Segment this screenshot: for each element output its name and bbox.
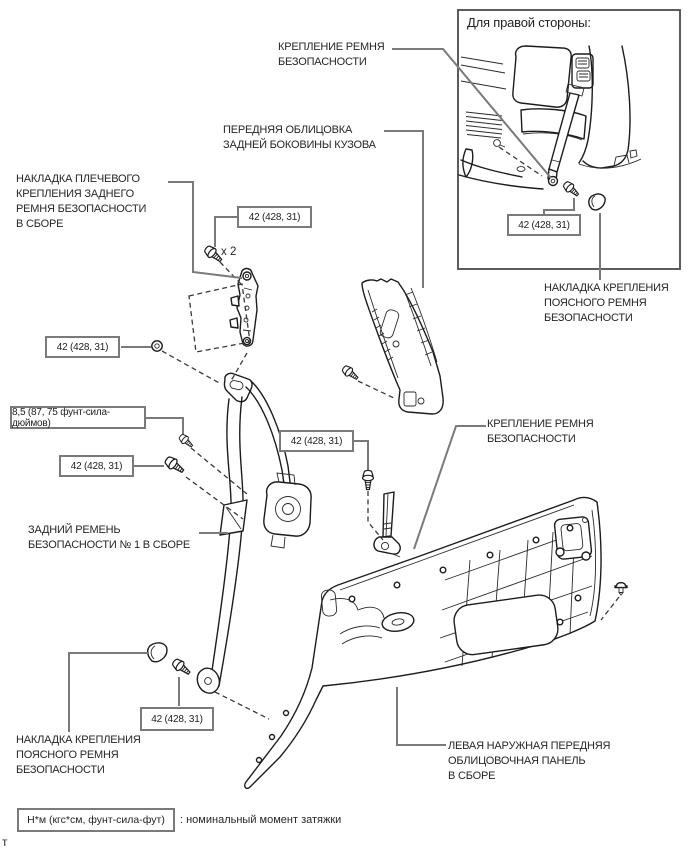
label-line: БЕЗОПАСНОСТИ [487,433,576,445]
quantity-note-x2: x 2 [221,246,237,258]
label-front-quarter-trim: ПЕРЕДНЯЯ ОБЛИЦОВКА ЗАДНЕЙ БОКОВИНЫ КУЗОВ… [223,123,376,153]
label-line: КРЕПЛЕНИЯ ЗАДНЕГО [16,188,134,200]
label-line: В СБОРЕ [16,218,64,230]
torque-box-anchor-nut: 42 (428, 31) [45,336,120,358]
label-line: НАКЛАДКА ПЛЕЧЕВОГО [16,173,140,185]
rear-seat-belt-drawing [196,372,312,694]
hidden-assembly-dashes [161,261,620,720]
torque-box-floor-anchor-bolt: 42 (428, 31) [279,430,354,452]
label-mid-belt-anchorage: КРЕПЛЕНИЕ РЕМНЯ БЕЗОПАСНОСТИ [487,417,594,447]
label-lap-anchor-cover-left: НАКЛАДКА КРЕПЛЕНИЯ ПОЯСНОГО РЕМНЯ БЕЗОПА… [16,733,141,778]
torque-box-inset: 42 (428, 31) [507,214,581,236]
lap-anchor-cap-drawing [146,642,168,663]
anchor-nut-icon [151,340,163,352]
torque-legend-text: : номинальный момент затяжки [180,814,342,826]
torque-unit-box: Н*м (кгс*см, фунт-сила-фут) [17,808,175,832]
trim-screw-icon [340,363,361,383]
panel-clip-icon [614,581,628,596]
left-outer-front-panel-drawing [244,496,602,790]
inset-title: Для правой стороны: [467,15,591,30]
label-shoulder-anchor-cover: НАКЛАДКА ПЛЕЧЕВОГО КРЕПЛЕНИЯ ЗАДНЕГО РЕМ… [16,172,146,232]
torque-box-small-screw: 8,5 (87, 75 фунт-сила-дюймов) [10,406,146,429]
label-lap-anchor-cover-right: НАКЛАДКА КРЕПЛЕНИЯ ПОЯСНОГО РЕМНЯ БЕЗОПА… [544,281,669,326]
label-line: ЗАДНЕЙ БОКОВИНЫ КУЗОВА [223,139,376,151]
label-top-belt-anchorage: КРЕПЛЕНИЕ РЕМНЯ БЕЗОПАСНОСТИ [278,40,385,70]
label-line: ПЕРЕДНЯЯ ОБЛИЦОВКА [223,124,353,136]
shoulder-anchor-bracket-drawing [229,267,259,347]
label-line: ЗАДНИЙ РЕМЕНЬ [28,524,121,536]
front-quarter-trim-drawing [361,278,444,415]
inset-seat-belt-drawing [547,83,585,187]
label-line: РЕМНЯ БЕЗОПАСНОСТИ [16,203,147,215]
label-line: НАКЛАДКА КРЕПЛЕНИЯ [544,282,669,294]
label-line: БЕЗОПАСНОСТИ [16,764,105,776]
belt-bolt-icon [162,454,187,477]
torque-box-lap-anchor-bolt: 42 (428, 31) [140,707,214,731]
small-screw-icon [177,432,196,450]
label-line: БЕЗОПАСНОСТИ № 1 В СБОРЕ [28,539,190,551]
label-line: БЕЗОПАСНОСТИ [278,56,367,68]
torque-box-shoulder-bolts: 42 (428, 31) [237,206,312,228]
label-line: ОБЛИЦОВОЧНАЯ ПАНЕЛЬ [448,755,586,767]
inset-lap-anchor-cap-drawing [588,193,606,211]
label-rear-seat-belt: ЗАДНИЙ РЕМЕНЬ БЕЗОПАСНОСТИ № 1 В СБОРЕ [28,523,190,553]
label-line: КРЕПЛЕНИЕ РЕМНЯ [278,41,385,53]
label-line: ЛЕВАЯ НАРУЖНАЯ ПЕРЕДНЯЯ [448,740,611,752]
lap-anchor-bolt-icon [170,656,193,678]
label-line: В СБОРЕ [448,770,496,782]
label-line: НАКЛАДКА КРЕПЛЕНИЯ [16,734,141,746]
label-line: КРЕПЛЕНИЕ РЕМНЯ [487,418,594,430]
leader-lines [68,48,601,746]
floor-belt-anchorage-drawing [373,491,401,558]
label-line: ПОЯСНОГО РЕМНЯ [16,749,119,761]
floor-anchor-bolt-icon [362,469,374,491]
bracket-install-outline [188,283,251,353]
label-left-outer-front-panel: ЛЕВАЯ НАРУЖНАЯ ПЕРЕДНЯЯ ОБЛИЦОВОЧНАЯ ПАН… [448,739,610,784]
panel-clip-holes [255,524,582,764]
page-corner-mark: т [2,835,8,849]
fasteners [151,243,628,678]
label-line: БЕЗОПАСНОСТИ [544,312,633,324]
torque-box-belt-bolt: 42 (428, 31) [59,455,134,477]
label-line: ПОЯСНОГО РЕМНЯ [544,297,647,309]
